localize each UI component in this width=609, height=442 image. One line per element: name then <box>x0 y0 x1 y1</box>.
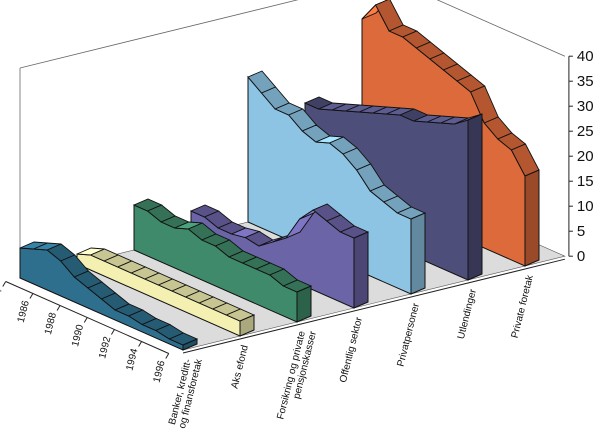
series-ribbon <box>189 203 370 309</box>
y-tick-label: 0 <box>577 248 585 265</box>
x-axis: 1984 1986 1988 1990 1992 1994 1996 <box>0 281 170 384</box>
x-tick-mark <box>29 293 34 299</box>
y-tick-label: 25 <box>577 123 594 140</box>
x-tick-mark <box>56 305 61 311</box>
ribbon-end-cap <box>353 231 369 309</box>
x-tick-mark <box>138 341 143 347</box>
x-tick-mark <box>110 329 115 335</box>
y-tick-label: 10 <box>577 198 594 215</box>
ribbon-end-cap <box>239 314 255 337</box>
x-tick-mark <box>2 281 7 287</box>
y-tick-label: 40 <box>577 48 594 65</box>
y-axis: 0 5 10 15 20 25 30 35 40 <box>568 48 594 265</box>
ribbon-end-cap <box>410 212 426 295</box>
x-tick-label: 1988 <box>43 311 59 336</box>
y-tick-label: 35 <box>577 73 594 90</box>
ribbon-end-cap <box>467 113 483 281</box>
y-tick-label: 30 <box>577 98 594 115</box>
ribbon-end-cap <box>182 338 198 351</box>
category-label: Private foretak <box>510 273 537 339</box>
y-tick-label: 5 <box>577 223 585 240</box>
x-tick-mark <box>165 353 170 359</box>
category-axis-line <box>182 258 566 354</box>
category-label: Privatpersoner <box>396 301 423 367</box>
back-wall-top-edge <box>19 0 299 69</box>
category-label: Utlendinger <box>456 287 479 340</box>
x-tick-label: 1996 <box>152 359 168 384</box>
x-tick-label: 1992 <box>97 335 113 360</box>
category-label: Aks efond <box>229 344 250 390</box>
category-label: Offentlig sektor <box>338 315 365 383</box>
y-tick-label: 20 <box>577 148 594 165</box>
x-tick-label: 1986 <box>16 299 32 324</box>
x-tick-mark <box>83 317 88 323</box>
series-ribbon <box>19 241 199 351</box>
ribbon-end-cap <box>296 285 312 323</box>
y-tick-label: 15 <box>577 173 594 190</box>
ribbon-end-cap <box>524 169 540 267</box>
x-tick-label: 1990 <box>70 323 86 348</box>
x-tick-label: 1994 <box>124 347 140 372</box>
side-wall-top-edge <box>436 0 566 57</box>
series-ribbons <box>19 0 540 351</box>
series-ribbon <box>132 198 313 323</box>
x-tick-label: 1984 <box>0 287 5 312</box>
series-ribbon <box>76 247 256 337</box>
